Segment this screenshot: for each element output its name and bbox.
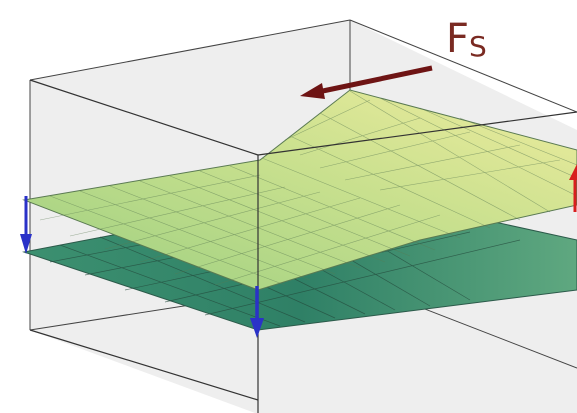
- box-front-edges: [29, 79, 577, 413]
- upper-surface: [22, 89, 577, 291]
- down-arrow-left: [20, 196, 32, 254]
- force-label: FS: [446, 16, 487, 63]
- force-label-subscript: S: [469, 30, 487, 63]
- upper-surface-mesh: [39, 90, 577, 286]
- up-arrow-right: [569, 164, 577, 212]
- force-label-main: F: [446, 16, 469, 62]
- down-arrow-front: [250, 286, 264, 338]
- shear-force-arrow: [300, 65, 433, 99]
